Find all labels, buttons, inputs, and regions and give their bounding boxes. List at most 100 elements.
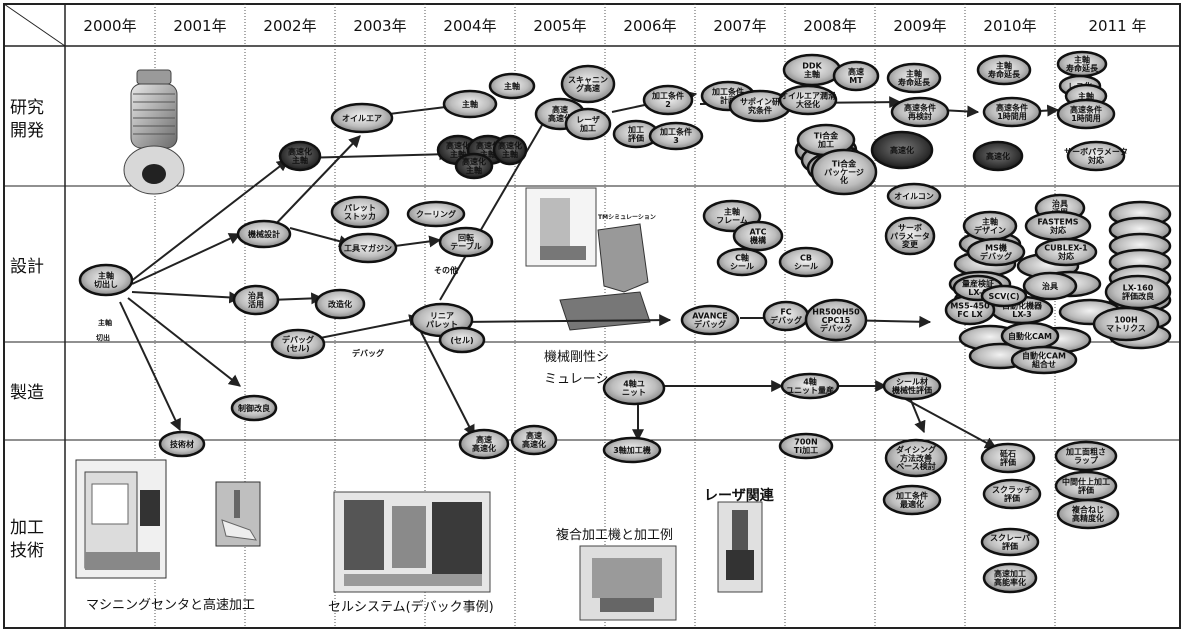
caption-cell-system: セルシステム(デバック事例) (328, 599, 494, 615)
roadmap-node: 工具マガジン (338, 232, 398, 264)
node-oval (602, 370, 666, 406)
node-label: (セル) (450, 336, 473, 345)
row-label-design: 設計 (10, 257, 44, 277)
year-label: 2000年 (83, 17, 136, 35)
node-label: 評価 (1002, 541, 1018, 551)
roadmap-node: 自動化CAM (1000, 321, 1060, 351)
node-oval (882, 484, 942, 516)
node-label: 主軸 (480, 149, 496, 159)
node-label: 量産検証 (962, 279, 994, 289)
node-label: 大径化 (796, 99, 820, 109)
node-label: 主軸 (462, 99, 478, 109)
caption-laser: レーザ関連 (704, 487, 775, 504)
node-label: 自動化CAM (1022, 351, 1066, 361)
node-label: 自動化CAM (1008, 331, 1052, 341)
node-oval (330, 102, 394, 134)
node-label: サーボ (898, 222, 922, 232)
node-oval (438, 226, 494, 258)
node-label: 高速 (848, 67, 864, 77)
node-oval (270, 328, 326, 360)
node-label: 複合ねじ (1071, 505, 1104, 515)
node-label: 中間仕上加工 (1062, 477, 1110, 487)
node-label: 高能率化 (994, 577, 1026, 587)
caption-rigidity-1: 機械剛性シ (544, 350, 609, 365)
roadmap-node: 高速化 (972, 140, 1024, 172)
node-label: 4軸ユ (623, 379, 645, 389)
node-oval (886, 182, 942, 210)
node-oval (680, 304, 740, 336)
node-label: 機構 (750, 235, 766, 245)
node-label: 高速条件 (904, 103, 936, 113)
node-label: ベース検討 (896, 461, 936, 471)
node-label: 評価改良 (1122, 291, 1154, 301)
node-oval (230, 394, 278, 422)
node-label: 切出し (94, 279, 118, 289)
node-label: 変更 (902, 239, 919, 249)
year-label: 2009年 (893, 17, 946, 35)
node-label: デバッグ (694, 319, 726, 329)
node-oval (1056, 98, 1116, 130)
node-oval (236, 219, 292, 249)
roadmap-node: 機械設計 (236, 219, 292, 249)
year-label: 2007年 (713, 17, 766, 35)
node-label: 高速化 (446, 141, 470, 151)
node-label: Ti合金 (832, 158, 857, 168)
node-label: 高速 (476, 435, 492, 445)
machining-center-photo (75, 459, 167, 579)
node-oval (510, 424, 558, 456)
node-label: ATC (750, 228, 767, 237)
year-label: 2010年 (983, 17, 1036, 35)
node-label: スクラッチ (992, 485, 1032, 495)
node-label: 1時間用 (997, 111, 1027, 121)
node-label: FC LX (957, 310, 983, 319)
node-label: 加工 (817, 139, 834, 149)
node-label: CUBLEX-1 (1044, 244, 1088, 253)
node-label: パレット (426, 319, 458, 329)
node-label: 対応 (1057, 251, 1074, 261)
node-label: リニア (430, 312, 454, 321)
node-label: 1時間用 (1071, 113, 1101, 123)
node-label: 高速化 (498, 141, 522, 151)
node-oval (966, 237, 1026, 267)
node-oval (982, 96, 1042, 128)
roadmap-node: 高速化 (870, 130, 934, 170)
node-label: サーボパラメータ (1064, 147, 1128, 157)
node-oval (406, 200, 466, 228)
node-oval (778, 432, 834, 460)
node-oval (314, 288, 366, 320)
small-label-spindle: 主軸 (98, 318, 112, 327)
roadmap-node: 主軸 (442, 89, 498, 119)
node-oval (832, 60, 880, 92)
node-oval (442, 89, 498, 119)
node-oval (804, 298, 868, 342)
node-oval (1010, 345, 1078, 375)
node-label: デバッグ (980, 251, 1012, 261)
caption-machining-center: マシニングセンタと高速加工 (86, 597, 255, 613)
year-label: 2002年 (263, 17, 316, 35)
node-label: 高速化 (548, 113, 572, 123)
node-label: FC (780, 308, 791, 317)
node-oval (980, 442, 1036, 474)
node-oval (642, 84, 694, 116)
node-label: 高速化 (986, 151, 1010, 161)
high-speed-machining-photo (215, 481, 261, 547)
node-label: 高速加工 (994, 569, 1026, 579)
year-label: 2006年 (623, 17, 676, 35)
node-label: 100H (1114, 316, 1137, 325)
node-label: DDK (802, 62, 822, 71)
